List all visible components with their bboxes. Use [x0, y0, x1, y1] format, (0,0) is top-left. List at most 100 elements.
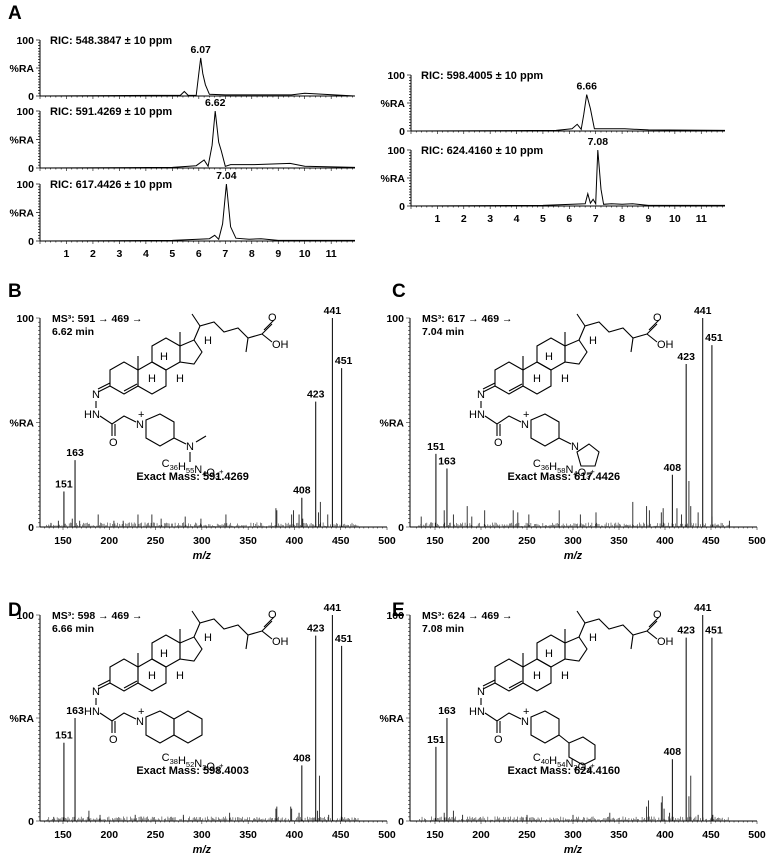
peak-label-441: 441 [694, 305, 712, 317]
y-axis-title: %RA [380, 173, 405, 185]
y-tick-100: 100 [386, 313, 404, 325]
retention-time: 7.04 min [422, 326, 464, 338]
x-tick: 1 [434, 213, 440, 225]
x-tick: 200 [472, 535, 490, 547]
x-tick: 350 [239, 829, 257, 841]
x-tick: 9 [646, 213, 652, 225]
svg-text:O: O [653, 609, 662, 621]
y-tick-100: 100 [16, 179, 34, 191]
y-tick-0: 0 [399, 201, 405, 213]
x-tick: 11 [696, 213, 707, 225]
peak-label-423: 423 [677, 625, 695, 637]
svg-text:N: N [136, 716, 144, 728]
peak-label-163: 163 [438, 705, 456, 717]
x-tick: 450 [332, 829, 350, 841]
x-axis-title: m/z [564, 550, 583, 562]
y-tick-0: 0 [28, 236, 34, 248]
x-tick: 5 [169, 248, 175, 260]
y-tick-100: 100 [387, 145, 405, 157]
x-tick: 350 [239, 535, 257, 547]
svg-text:H: H [148, 373, 156, 385]
y-tick-0: 0 [28, 91, 34, 103]
svg-text:N: N [521, 716, 529, 728]
x-tick: 10 [669, 213, 681, 225]
panel-letter-c: C [392, 281, 406, 302]
y-tick-0: 0 [28, 522, 34, 534]
x-tick: 400 [286, 535, 304, 547]
peak-label-151: 151 [427, 734, 445, 746]
panel-letter-d: D [8, 600, 22, 621]
y-tick-100: 100 [16, 35, 34, 47]
molecular-formula: C36H55N4O3+ [162, 458, 224, 481]
y-axis-title: %RA [9, 135, 34, 147]
y-axis-title: %RA [379, 713, 404, 725]
y-tick-100: 100 [16, 313, 34, 325]
peak-label-441: 441 [694, 602, 712, 614]
y-axis-title: %RA [380, 98, 405, 110]
svg-text:+: + [138, 706, 144, 718]
x-tick: 500 [378, 829, 396, 841]
svg-text:N: N [92, 686, 100, 698]
y-tick-0: 0 [28, 163, 34, 175]
svg-text:HN: HN [84, 409, 100, 421]
svg-text:O: O [494, 734, 503, 746]
x-tick: 450 [702, 535, 720, 547]
x-tick: 450 [332, 535, 350, 547]
peak-label: 7.04 [216, 170, 237, 182]
peak-label-451: 451 [705, 332, 723, 344]
retention-time: 6.62 min [52, 326, 94, 338]
ms3-transition: MS³: 617 → 469 → [422, 313, 512, 325]
x-tick: 400 [286, 829, 304, 841]
x-tick: 8 [619, 213, 625, 225]
x-tick: 200 [101, 829, 119, 841]
peak-label-423: 423 [677, 351, 695, 363]
peak-label-151: 151 [55, 730, 73, 742]
molecular-formula: C36H58N4O3+ [533, 458, 595, 481]
x-tick: 7 [222, 248, 228, 260]
svg-text:H: H [160, 351, 168, 363]
x-tick: 300 [193, 829, 211, 841]
x-tick: 250 [147, 829, 165, 841]
y-axis-title: %RA [9, 713, 34, 725]
peak-label-151: 151 [55, 478, 73, 490]
x-tick: 300 [193, 535, 211, 547]
peak-label-423: 423 [307, 623, 325, 635]
svg-text:N: N [571, 441, 579, 453]
svg-text:OH: OH [657, 339, 674, 351]
peak-label-423: 423 [307, 389, 325, 401]
ric-label: RIC: 617.4426 ± 10 ppm [50, 179, 172, 191]
x-tick: 200 [101, 535, 119, 547]
peak-label-451: 451 [705, 625, 723, 637]
x-tick: 500 [748, 535, 766, 547]
x-tick: 10 [299, 248, 311, 260]
x-tick: 400 [656, 535, 674, 547]
svg-text:H: H [533, 670, 541, 682]
peak-label: 6.62 [205, 97, 226, 109]
x-tick: 300 [564, 829, 582, 841]
ms3-transition: MS³: 624 → 469 → [422, 610, 512, 622]
svg-text:H: H [545, 648, 553, 660]
svg-text:H: H [204, 632, 212, 644]
chromatogram-a2: 100 0 %RA RIC: 591.4269 ± 10 ppm 6.62 [9, 97, 356, 175]
ms3-transition: MS³: 591 → 469 → [52, 313, 142, 325]
svg-text:N: N [186, 441, 194, 453]
exact-mass: Exact Mass: 598.4003 [136, 765, 249, 777]
svg-text:HN: HN [84, 706, 100, 718]
retention-time: 6.66 min [52, 623, 94, 635]
svg-text:N: N [92, 389, 100, 401]
x-tick: 350 [610, 535, 628, 547]
x-tick: 4 [514, 213, 520, 225]
x-tick: 200 [472, 829, 490, 841]
peak-label: 6.66 [577, 81, 598, 93]
y-tick-100: 100 [16, 106, 34, 118]
svg-text:H: H [589, 632, 597, 644]
peak-label-408: 408 [293, 485, 311, 497]
y-axis-title: %RA [9, 63, 34, 75]
svg-text:O: O [109, 437, 118, 449]
x-tick: 500 [378, 535, 396, 547]
molecular-formula: C40H54N3O3+ [533, 752, 595, 775]
svg-text:O: O [268, 609, 277, 621]
svg-text:O: O [268, 312, 277, 324]
ric-label: RIC: 591.4269 ± 10 ppm [50, 106, 172, 118]
